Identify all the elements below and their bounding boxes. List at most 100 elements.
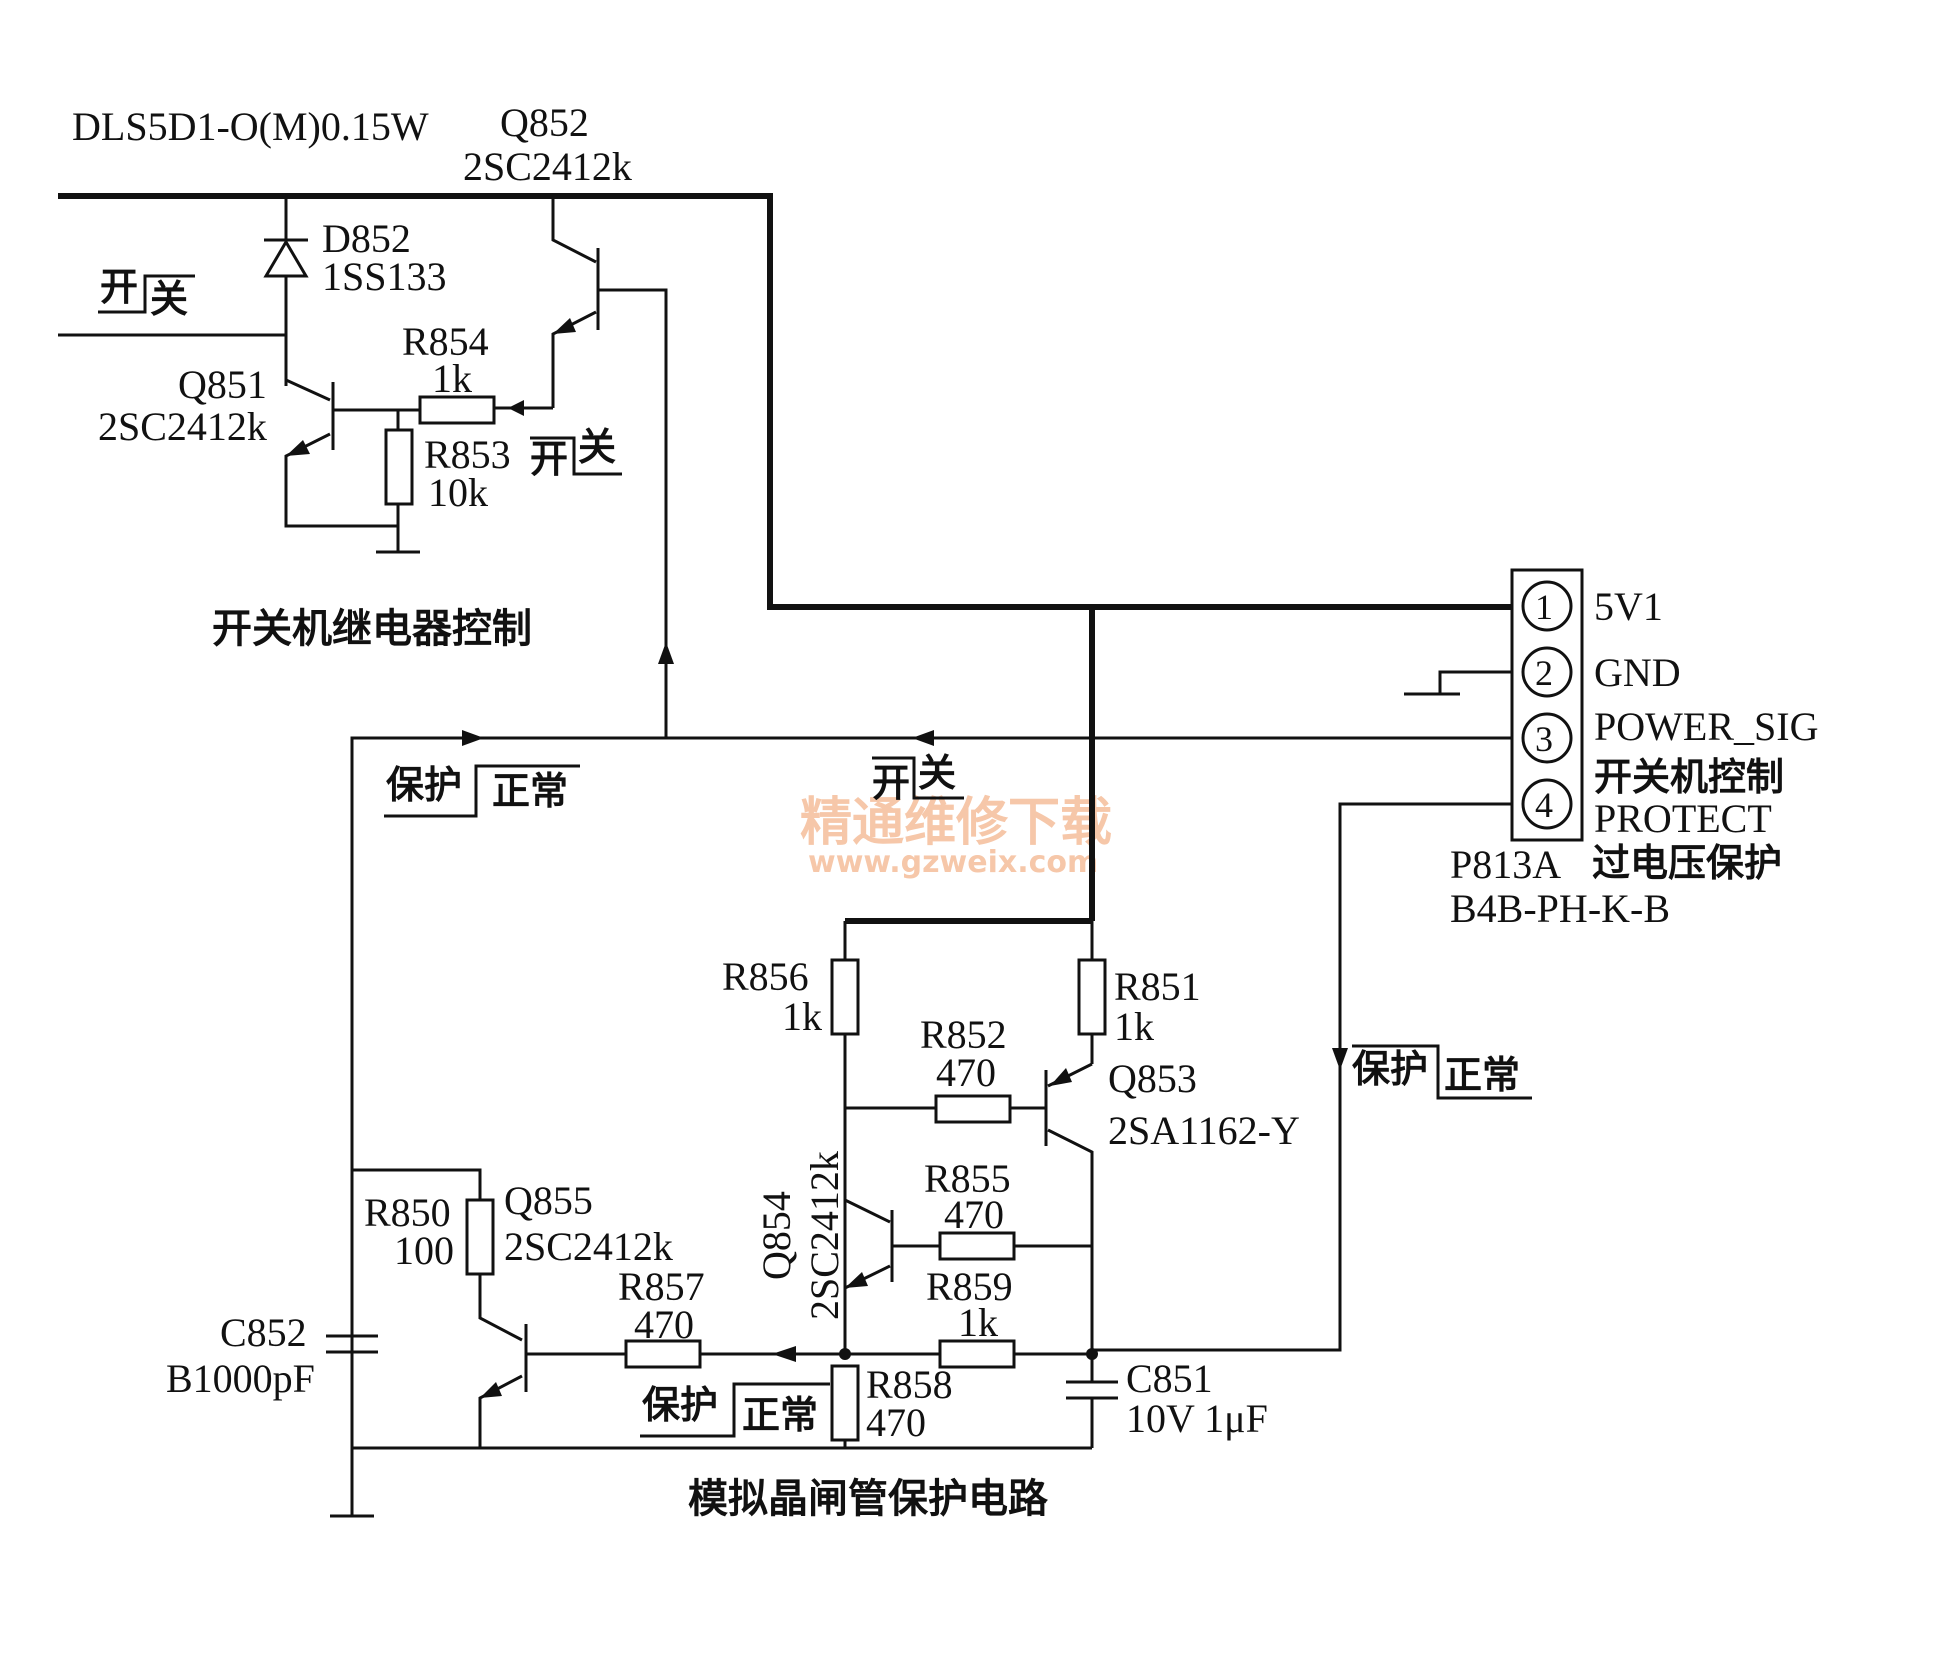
q853-part: 2SA1162-Y [1108,1108,1300,1153]
gnd-pin-wire [1438,670,1512,694]
q855-part: 2SC2412k [504,1224,673,1269]
q855-emitter [478,1374,523,1448]
q853-ref: Q853 [1108,1056,1197,1101]
q851-part: 2SC2412k [98,404,267,449]
pin-4-circle [1521,778,1573,830]
q854-collector [844,1198,891,1224]
r853-resistor [384,428,414,506]
pin-1-name: 5V1 [1594,584,1663,629]
relay-out-level [98,274,195,314]
d852-ref: D852 [322,216,411,261]
r858-resistor [830,1364,860,1442]
watermark-url: www.gzweix.com [808,845,1098,880]
r856-value: 1k [782,994,822,1039]
c851-value: 10V 1μF [1126,1396,1268,1441]
q853-emitter-arrow [1050,1068,1072,1086]
connector-function: 过电压保护 [1592,841,1782,885]
bottom-level [640,1382,830,1438]
r850-wire [352,1168,482,1200]
right-zhengchang: 正常 [1444,1053,1520,1097]
connector-ref: P813A [1450,842,1561,887]
q854-emitter-arrow [845,1272,868,1288]
power-sig-arrow-up [658,642,674,664]
r859-ref: R859 [926,1264,1013,1309]
pin-4-name: PROTECT [1594,796,1772,841]
watermark-cn: 精通维修下载 [800,793,1112,853]
r858-ref: R858 [866,1362,953,1407]
r851-ref: R851 [1114,964,1201,1009]
r857-ref: R857 [618,1264,705,1309]
pin-2-circle [1521,646,1573,698]
left-baohu: 保护 [386,763,462,807]
left-zhengchang: 正常 [492,769,568,813]
d852-diode-icon [263,239,309,278]
r859-resistor [938,1339,1016,1369]
pin-1-num: 1 [1535,587,1553,627]
r854-ref: R854 [402,319,489,364]
q851-collector [284,377,331,402]
q855-emitter-arrow [480,1382,502,1398]
q851-emitter-arrow [286,440,310,456]
pin-3-note: 开关机控制 [1594,755,1784,799]
thyristor-section-title: 模拟晶闸管保护电路 [688,1476,1049,1522]
pin-3-num: 3 [1535,719,1553,759]
r854-value: 1k [432,356,472,401]
protect-arrow [1332,1048,1348,1070]
r852-value: 470 [936,1050,996,1095]
center-level [872,756,964,800]
pin-3-circle [1521,712,1573,764]
power-sig-arrow-left [912,730,934,746]
power-sig-line [350,736,1512,1448]
q851-emitter [284,432,398,528]
r853-value: 10k [428,470,488,515]
q852-base-wire [598,288,668,738]
r853-guan: 关 [578,425,616,469]
bus-5v-top [58,193,1512,610]
c852-ref: C852 [220,1310,307,1355]
q855-ref: Q855 [504,1178,593,1223]
bottom-baohu: 保护 [642,1383,718,1427]
r859-value: 1k [958,1300,998,1345]
pin-1-circle [1521,580,1573,632]
d852-part: 1SS133 [322,254,447,299]
c851-ref: C851 [1126,1356,1213,1401]
q854-part: 2SC2412k [802,1151,847,1320]
connector-part: B4B-PH-K-B [1450,886,1670,931]
q852-ref: Q852 [500,100,589,145]
r858-value: 470 [866,1400,926,1445]
pin-3-name: POWER_SIG [1594,704,1818,749]
r855-value: 470 [944,1192,1004,1237]
relay-section-title: 开关机继电器控制 [212,606,532,652]
r854-resistor [418,395,496,425]
relay-out-guan: 关 [150,277,188,321]
protect-wire [1092,802,1512,1352]
r855-ref: R855 [924,1156,1011,1201]
right-baohu: 保护 [1352,1047,1428,1091]
r857-arrow [772,1346,796,1362]
r857-value: 470 [634,1302,694,1347]
pin-2-num: 2 [1535,653,1553,693]
q852-emitter-arrow [553,318,576,334]
power-sig-arrow-right [462,730,484,746]
center-kai: 开 [872,761,910,805]
r853-ref: R853 [424,432,511,477]
q852-part: 2SC2412k [463,144,632,189]
q851-ref: Q851 [178,362,267,407]
q852-emitter [551,310,597,408]
bottom-zhengchang: 正常 [742,1393,818,1437]
r854-arrow [508,400,524,416]
right-level [1352,1044,1532,1100]
r850-resistor [465,1198,495,1276]
r850-value: 100 [394,1228,454,1273]
r850-down [478,1274,523,1342]
q854-ref: Q854 [754,1191,799,1280]
center-guan: 关 [918,751,956,795]
q852-collector [551,196,597,264]
r851-value: 1k [1114,1004,1154,1049]
left-level [384,764,580,818]
r850-ref: R850 [364,1190,451,1235]
q853-collector [1047,1128,1094,1350]
r856-resistor [830,958,860,1036]
r851-resistor [1077,958,1107,1036]
